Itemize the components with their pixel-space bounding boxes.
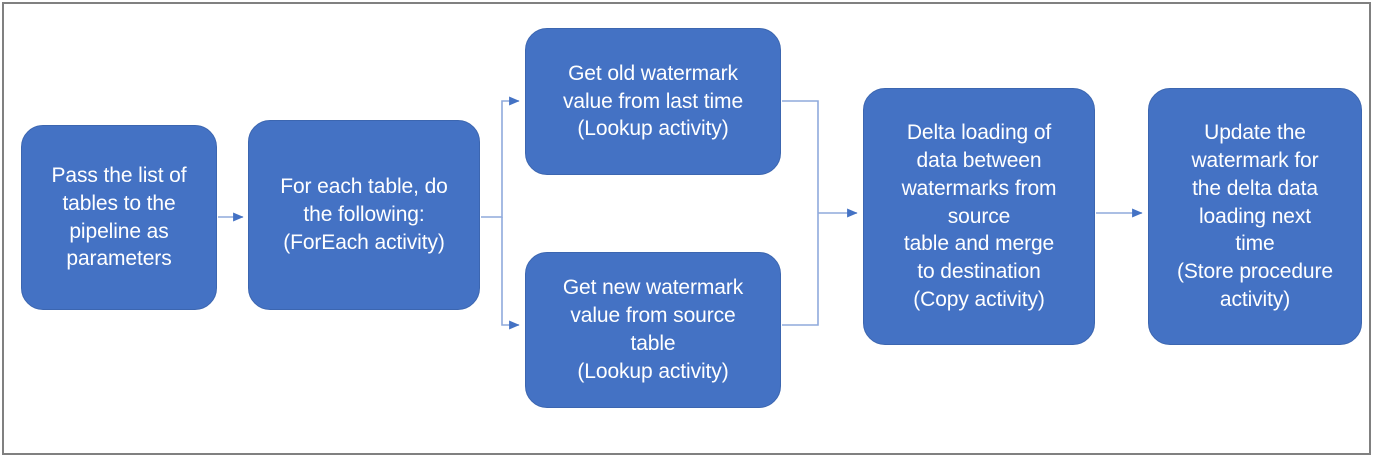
node-get-old-watermark-label: Get old watermark value from last time (… [562, 61, 744, 141]
node-foreach-table[interactable]: For each table, do the following: (ForEa… [248, 120, 480, 310]
node-delta-loading-label: Delta loading of data between watermarks… [901, 120, 1057, 312]
node-update-watermark-label: Update the watermark for the delta data … [1177, 120, 1333, 312]
node-get-old-watermark[interactable]: Get old watermark value from last time (… [525, 28, 781, 175]
node-pass-tables-label: Pass the list of tables to the pipeline … [51, 163, 187, 271]
node-foreach-table-label: For each table, do the following: (ForEa… [280, 175, 448, 254]
node-get-new-watermark[interactable]: Get new watermark value from source tabl… [525, 252, 781, 408]
node-get-new-watermark-label: Get new watermark value from source tabl… [562, 276, 744, 383]
node-update-watermark[interactable]: Update the watermark for the delta data … [1148, 88, 1362, 345]
node-delta-loading[interactable]: Delta loading of data between watermarks… [863, 88, 1095, 345]
node-pass-tables[interactable]: Pass the list of tables to the pipeline … [21, 125, 217, 310]
